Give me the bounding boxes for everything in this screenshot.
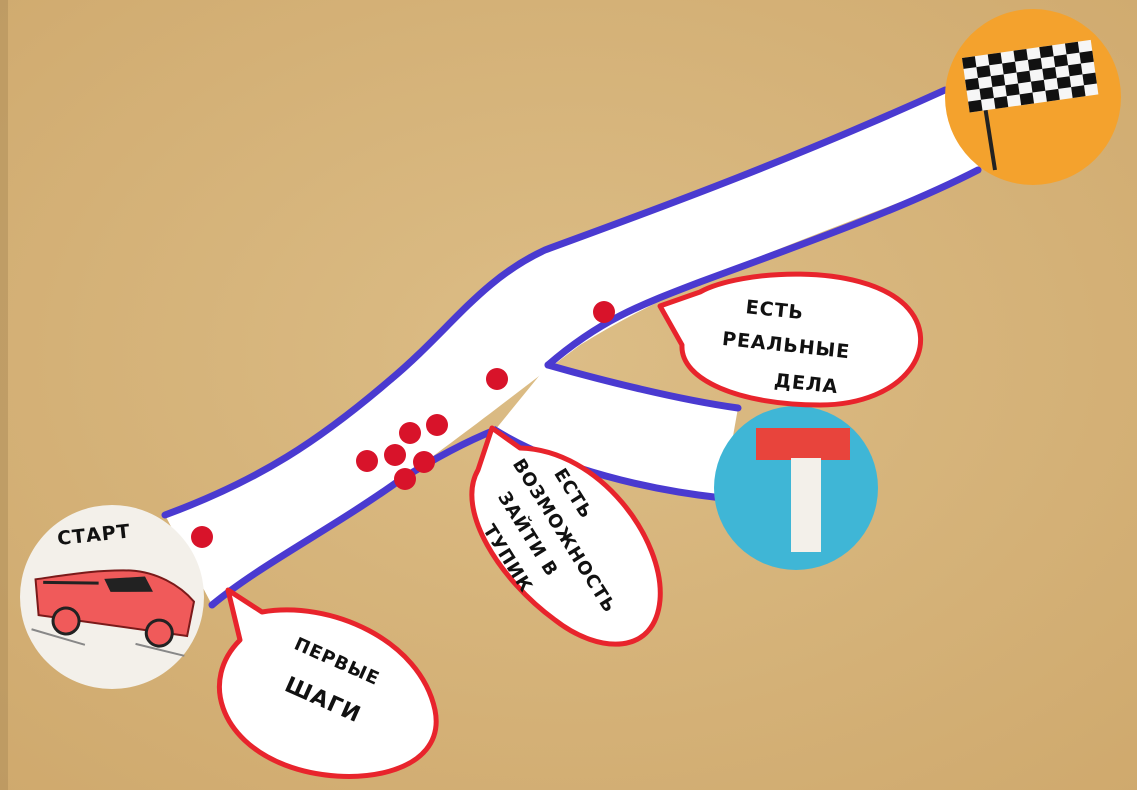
progress-dot (384, 444, 406, 466)
progress-dot (191, 526, 213, 548)
start-circle: СТАРТ (20, 505, 204, 689)
progress-dot (426, 414, 448, 436)
dead-end-sign (714, 406, 878, 570)
progress-dot (593, 301, 615, 323)
progress-dot (486, 368, 508, 390)
finish-circle (945, 9, 1121, 185)
left-edge-shadow (0, 0, 8, 790)
progress-dot (413, 451, 435, 473)
progress-dot (394, 468, 416, 490)
progress-dot (356, 450, 378, 472)
progress-dot (399, 422, 421, 444)
